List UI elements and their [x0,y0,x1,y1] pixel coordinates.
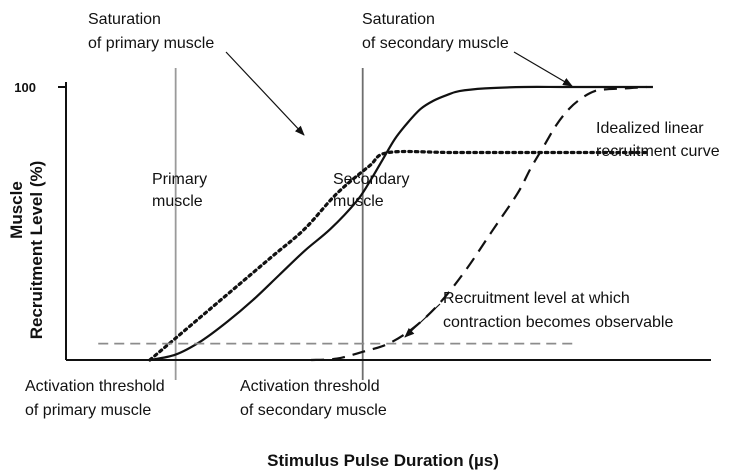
y-ticks: 100 [14,80,66,95]
y-tick-label: 100 [14,80,36,95]
idealized-linear-curve [148,149,649,362]
primary-muscle-curve [149,85,653,362]
activation-secondary-label-1: Activation threshold [240,378,380,395]
threshold-lines [174,68,364,380]
primary-muscle-label-2: muscle [152,193,203,210]
x-axis-title: Stimulus Pulse Duration (µs) [267,451,499,470]
saturation-secondary-label-2: of secondary muscle [362,35,509,52]
activation-primary-label-2: of primary muscle [25,402,151,419]
recruitment-level-label-2: contraction becomes observable [443,314,673,331]
y-axis-title-line1: Muscle [7,181,26,239]
secondary-muscle-label-2: muscle [333,193,384,210]
saturation-secondary-label-1: Saturation [362,11,435,28]
series-layer [98,85,653,362]
idealized-label-1: Idealized linear [596,120,704,137]
saturation-primary-label-1: Saturation [88,11,161,28]
saturation-primary-label-2: of primary muscle [88,35,214,52]
saturation-secondary-arrow [513,51,573,87]
secondary-muscle-label-1: Secondary [333,171,410,188]
recruitment-level-arrow [404,303,441,338]
activation-primary-label-1: Activation threshold [25,378,165,395]
activation-secondary-label-2: of secondary muscle [240,402,387,419]
recruitment-level-label-1: Recruitment level at which [443,290,630,307]
saturation-primary-arrow [225,51,305,136]
secondary-muscle-curve [311,85,647,362]
primary-muscle-label-1: Primary [152,171,207,188]
y-axis-title-line2: Recruitment Level (%) [27,161,46,340]
idealized-label-2: recruitment curve [596,143,720,160]
